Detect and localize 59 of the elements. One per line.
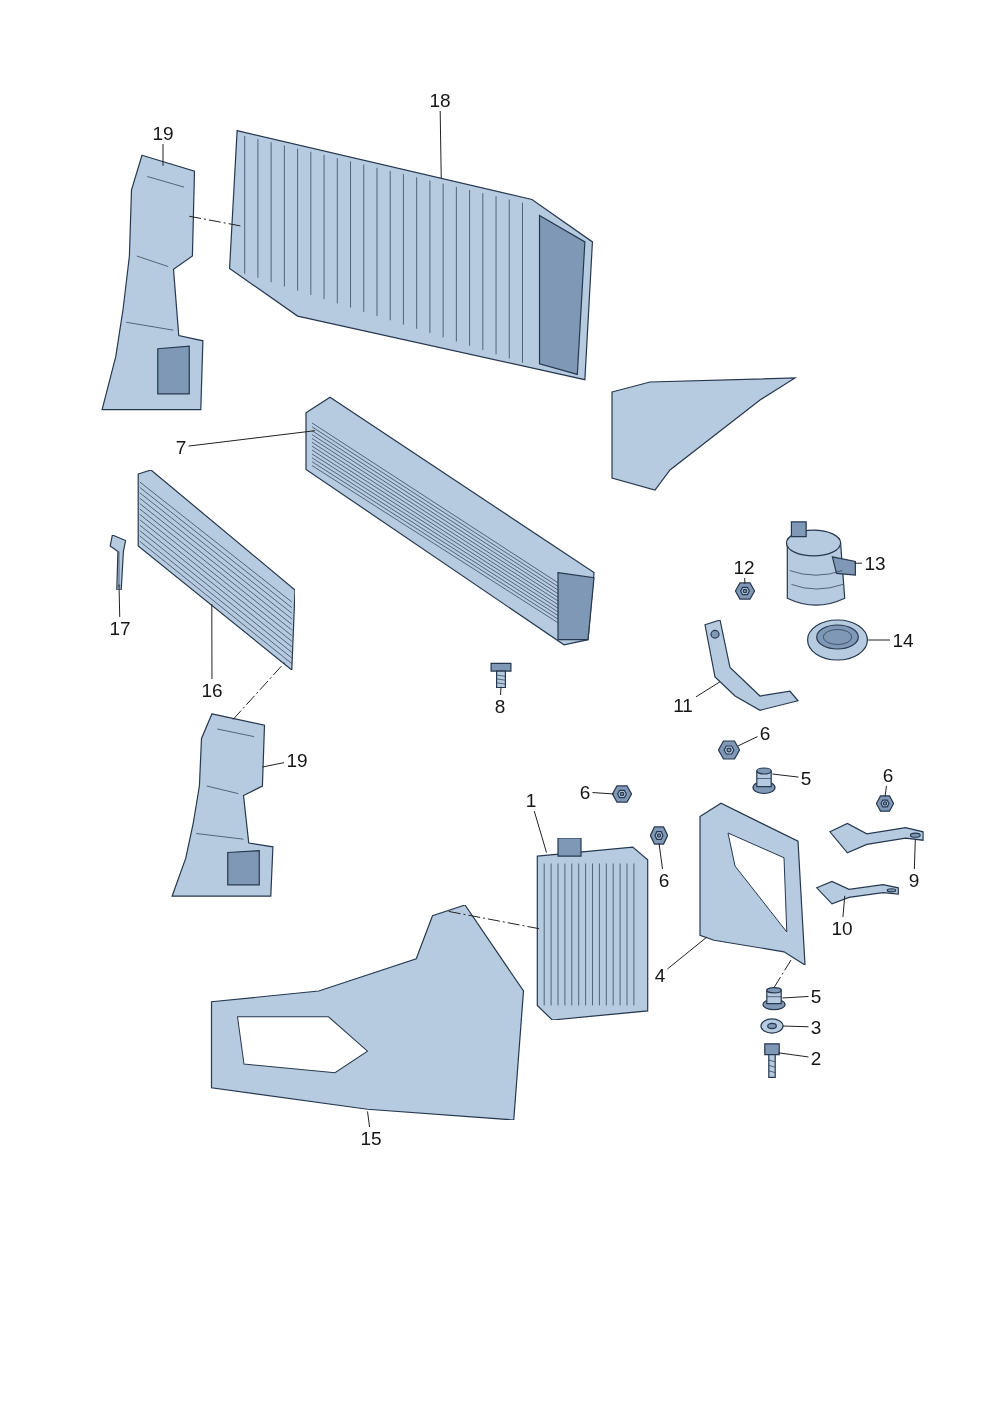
air-guide-drawing <box>170 710 275 900</box>
callout-number: 3 <box>808 1016 824 1038</box>
assembly-line <box>773 959 792 989</box>
callout-number: 9 <box>906 869 922 891</box>
leader-line <box>867 639 891 641</box>
callout-number: 1 <box>523 789 539 811</box>
bolt-drawing <box>490 662 512 688</box>
grommet-drawing <box>752 765 776 795</box>
callout-number: 17 <box>107 617 133 639</box>
assembly-line <box>188 215 242 227</box>
bolt-drawing <box>764 1042 780 1078</box>
callout-number: 13 <box>862 552 888 574</box>
leader-line <box>777 1052 809 1058</box>
leader-line <box>884 785 887 798</box>
leader-line <box>188 430 316 447</box>
callout-number: 5 <box>808 985 824 1007</box>
assembly-line <box>448 910 542 930</box>
callout-number: 16 <box>199 679 225 701</box>
callout-number: 15 <box>358 1127 384 1149</box>
leader-line <box>367 1110 371 1128</box>
callout-number: 6 <box>880 764 896 786</box>
leader-line <box>695 681 721 698</box>
nut-drawing <box>650 826 668 845</box>
leader-line <box>771 773 799 778</box>
callout-number: 6 <box>757 722 773 744</box>
callout-number: 11 <box>670 694 696 716</box>
grille-drawing <box>135 470 295 670</box>
leader-line <box>533 810 547 854</box>
callout-number: 12 <box>731 556 757 578</box>
leader-line <box>842 895 846 918</box>
nut-drawing <box>612 785 632 803</box>
callout-number: 14 <box>890 629 916 651</box>
nut-drawing <box>735 582 755 600</box>
callout-number: 4 <box>652 964 668 986</box>
leader-line <box>500 686 502 696</box>
callout-number: 19 <box>284 749 310 771</box>
callout-number: 8 <box>492 695 508 717</box>
callout-number: 10 <box>829 917 855 939</box>
callout-number: 6 <box>656 869 672 891</box>
callout-number: 19 <box>150 122 176 144</box>
leader-line <box>439 110 442 179</box>
leader-line <box>737 736 758 747</box>
callout-number: 5 <box>798 767 814 789</box>
leader-line <box>913 838 916 870</box>
leader-line <box>667 936 708 970</box>
callout-number: 18 <box>427 89 453 111</box>
nut-drawing <box>718 740 740 760</box>
cooler-drawing <box>535 838 650 1020</box>
washer-drawing <box>760 1018 784 1034</box>
leader-line <box>162 143 164 167</box>
leader-line <box>781 995 809 999</box>
grommet-drawing <box>762 985 786 1011</box>
leader-line <box>782 1025 809 1028</box>
callout-number: 2 <box>808 1047 824 1069</box>
callout-number: 7 <box>173 436 189 458</box>
nut-drawing <box>876 795 894 812</box>
callout-number: 6 <box>577 781 593 803</box>
leader-line <box>118 584 121 618</box>
assembly-line <box>232 659 288 720</box>
